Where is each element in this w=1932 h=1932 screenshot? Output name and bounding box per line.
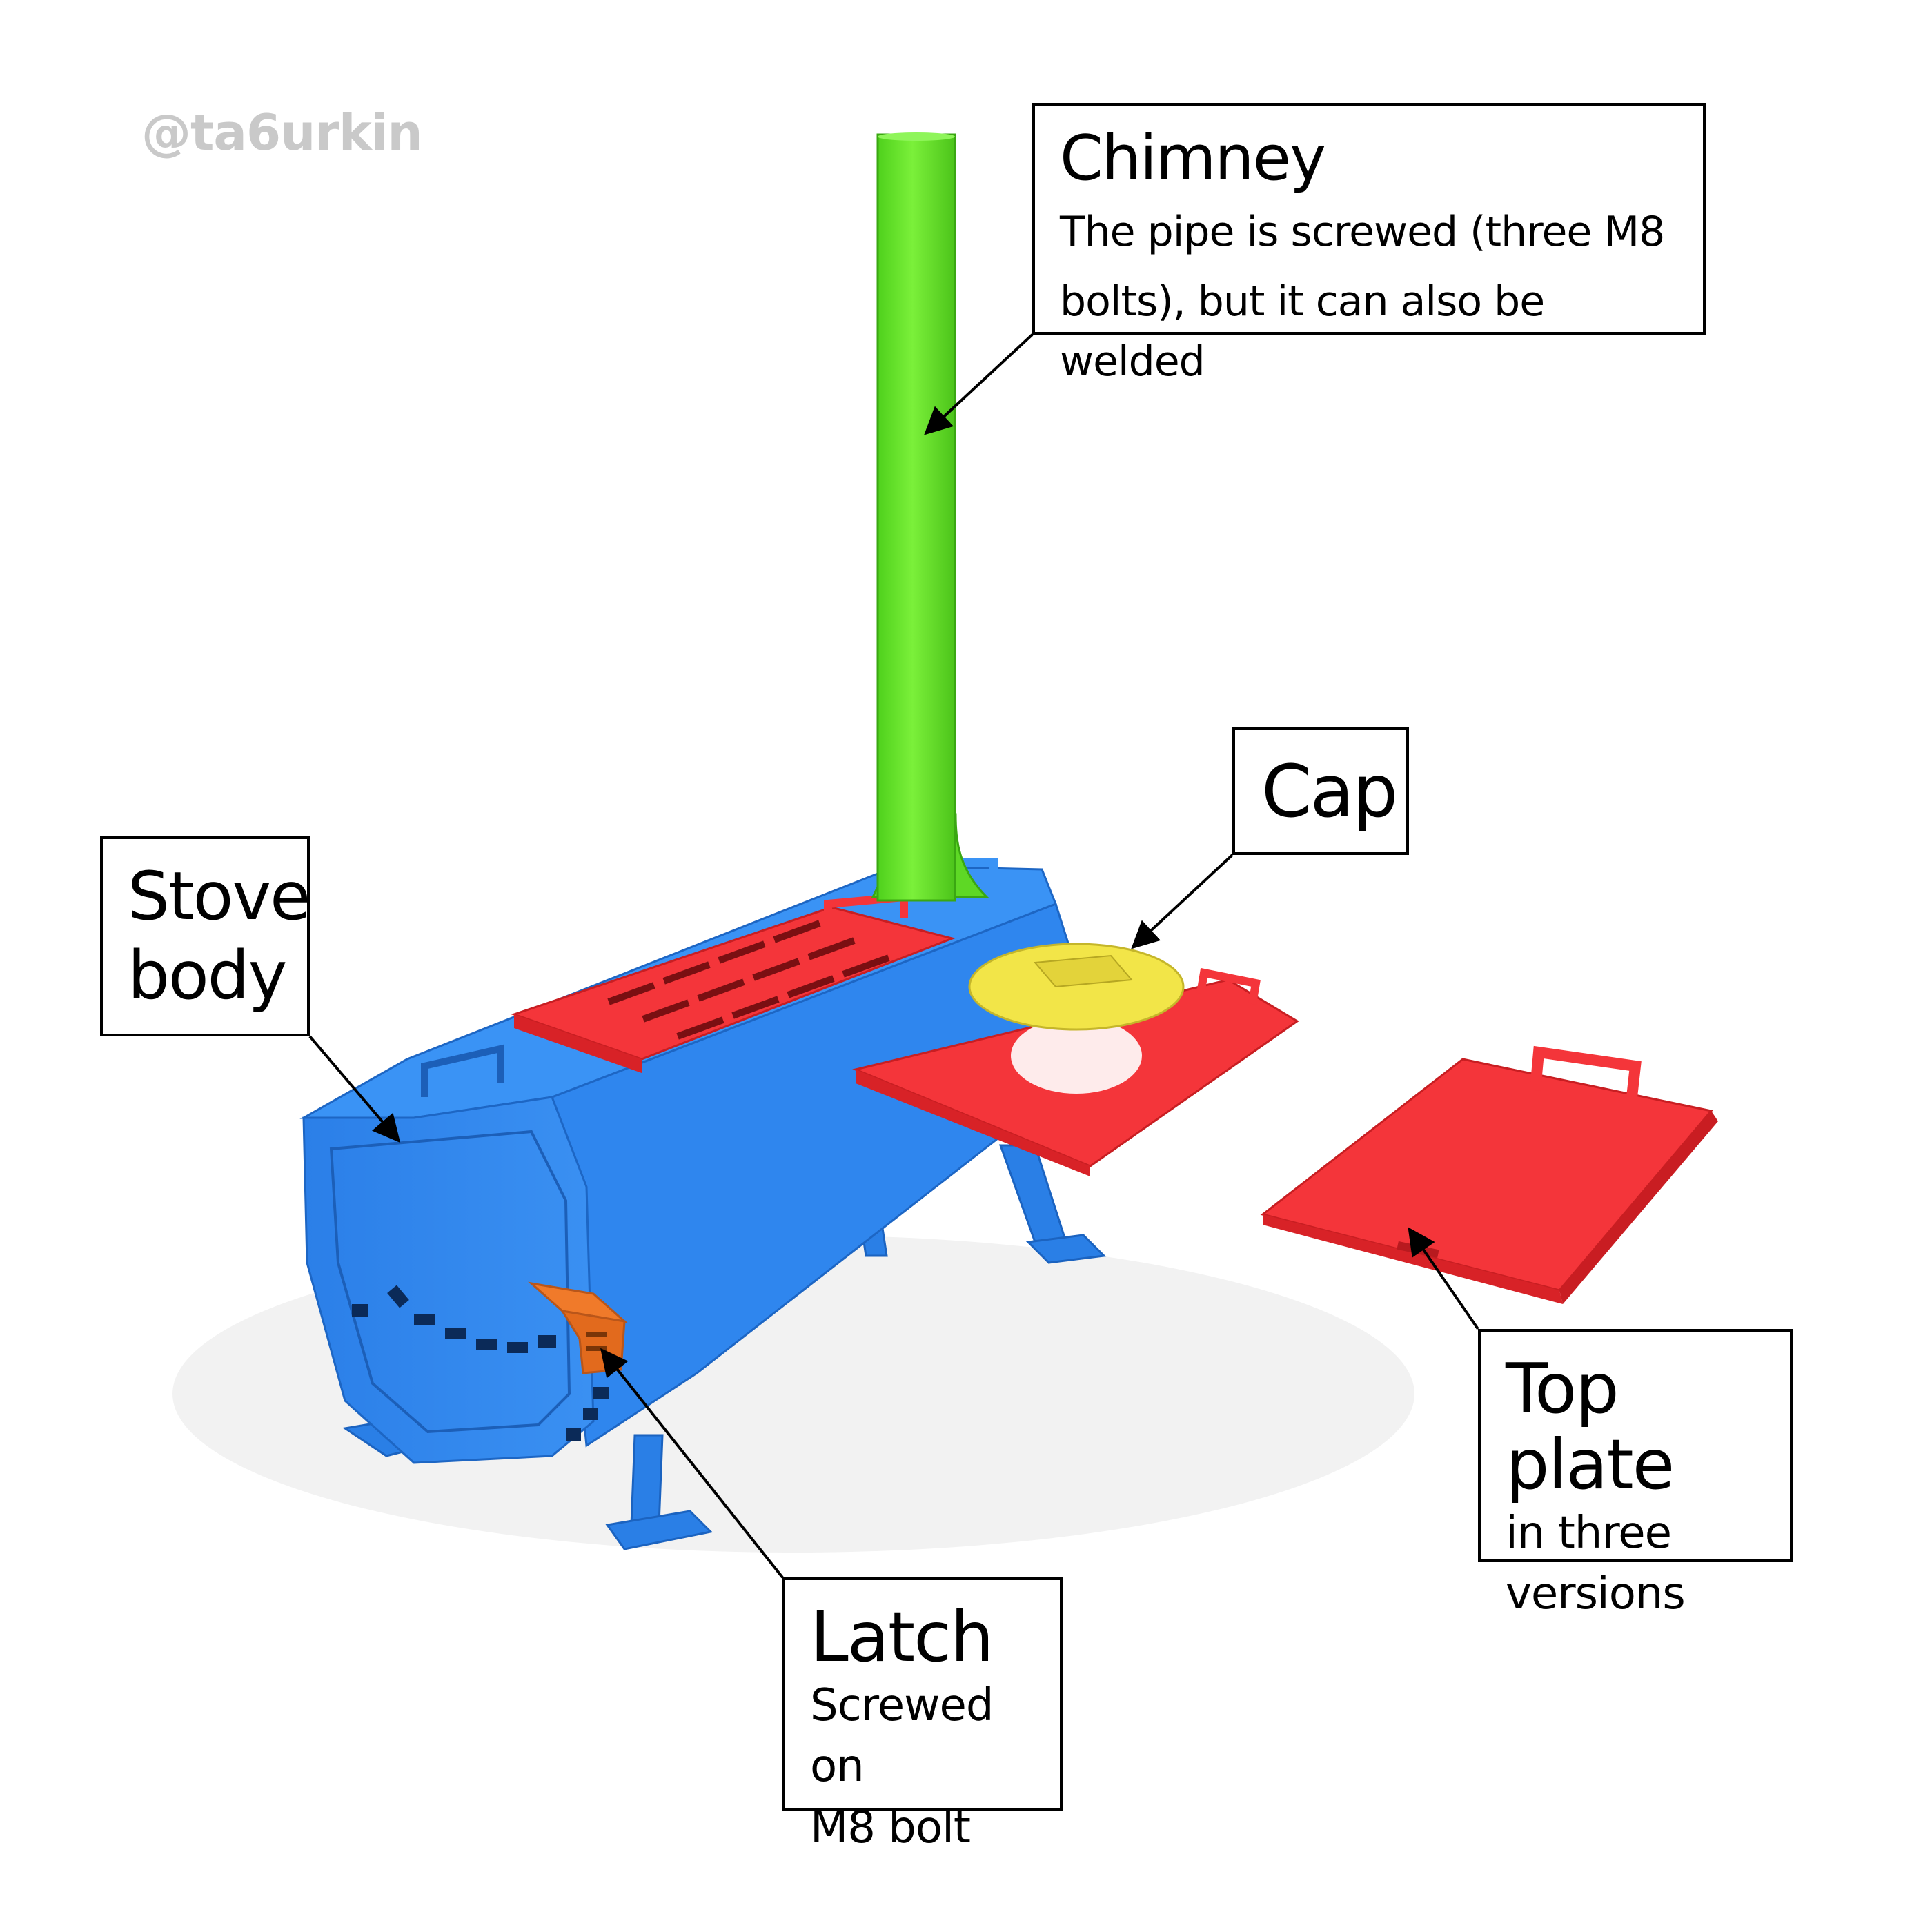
chimney-callout: Chimney The pipe is screwed (three M8 bo… bbox=[1032, 103, 1706, 386]
grill-grate bbox=[511, 892, 956, 1073]
cap-callout: Cap bbox=[1232, 727, 1409, 855]
cap-part bbox=[968, 943, 1185, 1031]
top-plate-leader bbox=[1408, 1227, 1479, 1330]
latch-leader bbox=[600, 1348, 784, 1579]
chimney-desc-line1: The pipe is screwed (three M8 bbox=[1060, 208, 1665, 256]
chimney-desc-line2: bolts), but it can also be welded bbox=[1060, 277, 1545, 386]
stove-body-title-line2: body bbox=[128, 937, 287, 1015]
chimney-pipe bbox=[871, 132, 989, 902]
latch-title: Latch bbox=[810, 1597, 994, 1677]
latch-desc-line2: M8 bolt bbox=[810, 1802, 971, 1853]
top-plate-loose bbox=[1260, 1045, 1718, 1304]
top-plate-desc-line2: versions bbox=[1506, 1568, 1686, 1620]
chimney-title: Chimney bbox=[1060, 122, 1326, 195]
cap-title: Cap bbox=[1261, 749, 1398, 834]
top-plate-desc-line1: in three bbox=[1506, 1508, 1672, 1559]
latch-desc-line1: Screwed on bbox=[810, 1680, 994, 1793]
side-plate-attached bbox=[852, 967, 1299, 1176]
top-plate-title: Top plate bbox=[1506, 1348, 1675, 1505]
stove-body-callout: Stove body bbox=[100, 836, 310, 1036]
watermark: @ta6urkin bbox=[141, 103, 423, 161]
leader-lines bbox=[308, 333, 1479, 1579]
cap-leader bbox=[1131, 854, 1234, 949]
chimney-leader bbox=[924, 333, 1034, 435]
latch-callout: Latch Screwed on M8 bolt bbox=[782, 1577, 1063, 1853]
stove-body-title-line1: Stove bbox=[128, 858, 310, 935]
top-plate-callout: Top plate in three versions bbox=[1478, 1329, 1793, 1619]
stove-body-leader bbox=[308, 1035, 401, 1143]
